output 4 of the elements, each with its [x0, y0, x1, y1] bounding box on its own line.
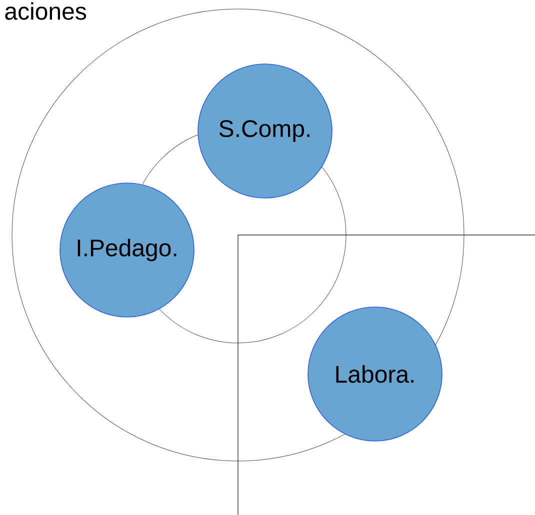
circle-node: S.Comp.	[198, 64, 332, 198]
circle-node: Labora.	[308, 306, 442, 442]
circle-node: I.Pedago.	[60, 182, 194, 318]
heading: aciones	[5, 2, 86, 20]
